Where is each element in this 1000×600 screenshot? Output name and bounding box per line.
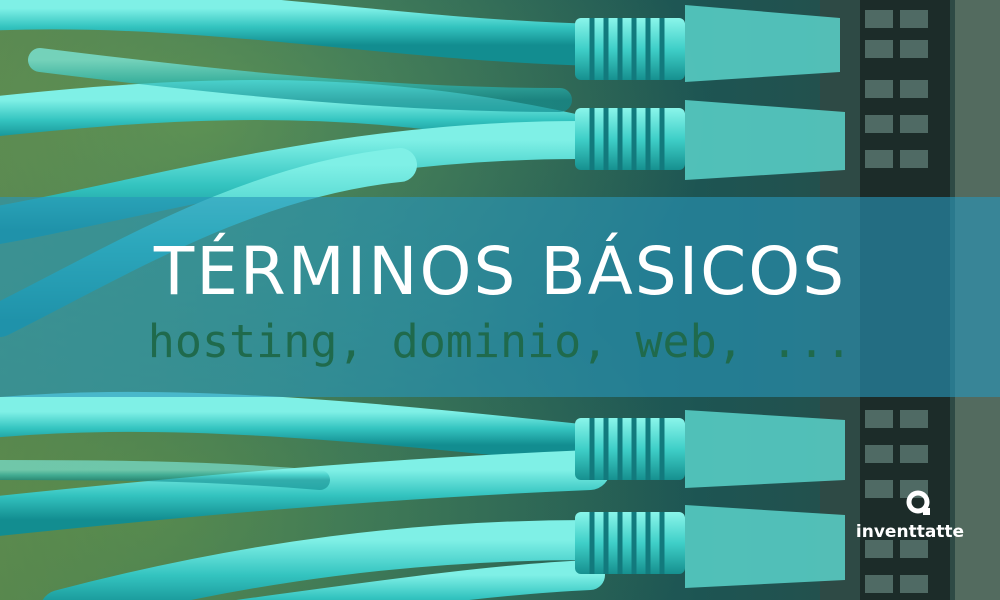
brand-name: inventtatte	[855, 522, 965, 542]
brand-logo: inventtatte	[855, 488, 965, 548]
banner-title: TÉRMINOS BÁSICOS	[153, 233, 847, 310]
magnifier-ring-icon	[906, 490, 930, 515]
title-band	[0, 197, 1000, 397]
banner-subtitle: hosting, dominio, web, ...	[147, 315, 853, 368]
